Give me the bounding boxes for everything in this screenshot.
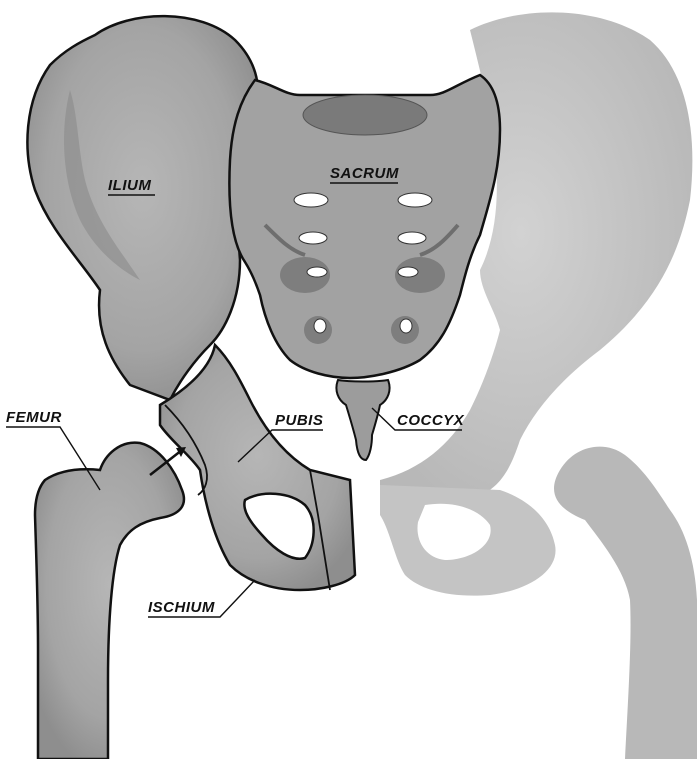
- sacral-foramen: [398, 193, 432, 207]
- sacral-foramen: [294, 193, 328, 207]
- sacral-foramen: [398, 232, 426, 244]
- sacral-foramen: [314, 319, 326, 333]
- label-coccyx: COCCYX: [397, 412, 465, 429]
- left-pubis-ischium: [160, 345, 355, 590]
- sacral-foramen: [299, 232, 327, 244]
- label-femur: FEMUR: [6, 409, 62, 426]
- sacral-foramen: [400, 319, 412, 333]
- sacral-foramen: [307, 267, 327, 277]
- label-sacrum: SACRUM: [330, 165, 399, 182]
- label-ilium: ILIUM: [108, 177, 151, 194]
- left-ilium: [27, 16, 257, 400]
- sacral-promontory: [303, 95, 427, 135]
- label-ischium: ISCHIUM: [148, 599, 215, 616]
- coccyx: [336, 380, 389, 460]
- right-femur-faded: [554, 447, 697, 759]
- label-pubis: PUBIS: [275, 412, 323, 429]
- sacral-foramen: [398, 267, 418, 277]
